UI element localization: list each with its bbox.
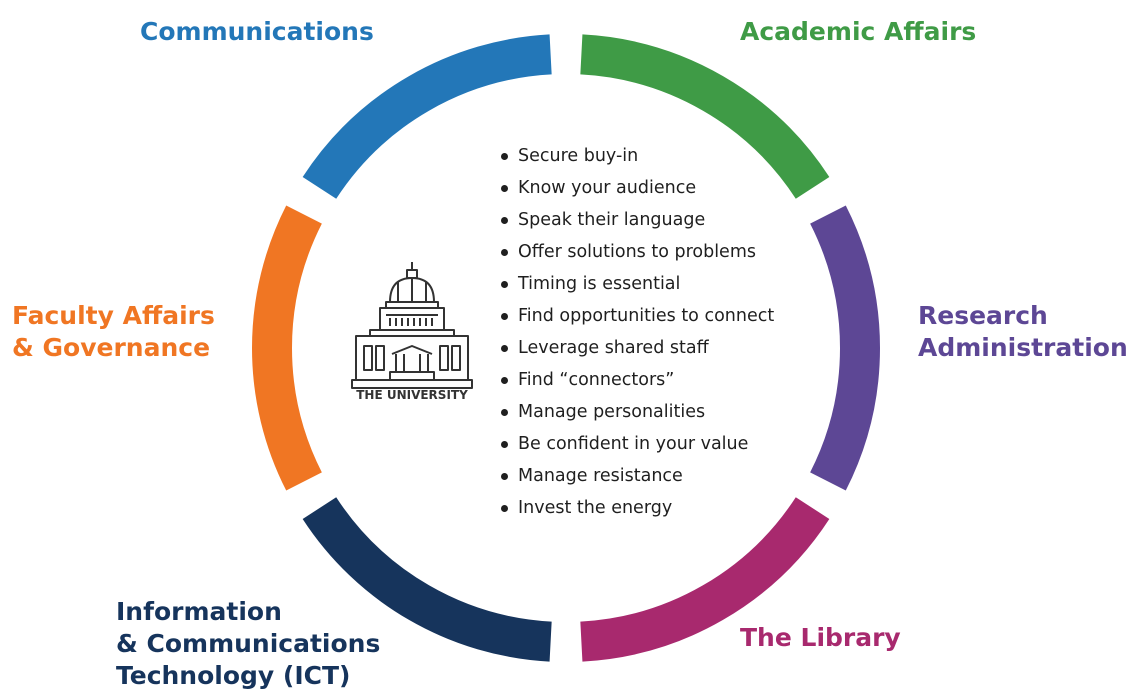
segment-label-ict: Information & Communications Technology … xyxy=(116,596,380,692)
segment-label-line: Academic Affairs xyxy=(740,17,977,46)
segment-label-line: The Library xyxy=(740,623,901,652)
segment-label-line: Communications xyxy=(140,17,374,46)
ring-segment-lib xyxy=(580,497,830,662)
tip-item: Know your audience xyxy=(500,172,774,204)
segment-label-line: & Communications xyxy=(116,629,381,658)
tips-list: Secure buy-in Know your audience Speak t… xyxy=(500,140,774,524)
segment-label-communications: Communications xyxy=(140,16,374,48)
segment-label-line: Faculty Affairs xyxy=(12,301,215,330)
university-building-icon xyxy=(351,262,473,389)
segment-label-line: Administration xyxy=(918,333,1128,362)
tip-item: Invest the energy xyxy=(500,492,774,524)
tip-item: Leverage shared staff xyxy=(500,332,774,364)
ring-segment-fac xyxy=(252,205,322,491)
ring-segment-comm xyxy=(302,34,552,199)
segment-label-research-administration: Research Administration xyxy=(918,300,1128,364)
tip-item: Speak their language xyxy=(500,204,774,236)
segment-label-line: & Governance xyxy=(12,333,211,362)
segment-label-the-library: The Library xyxy=(740,622,901,654)
tip-item: Manage resistance xyxy=(500,460,774,492)
tip-item: Offer solutions to problems xyxy=(500,236,774,268)
segment-label-line: Information xyxy=(116,597,282,626)
building-caption: THE UNIVERSITY xyxy=(356,388,468,402)
segment-label-line: Technology (ICT) xyxy=(116,661,351,690)
ring-segment-acad xyxy=(580,34,830,199)
tip-item: Secure buy-in xyxy=(500,140,774,172)
tip-item: Be confident in your value xyxy=(500,428,774,460)
ring-segment-ict xyxy=(302,497,552,662)
segment-label-faculty-affairs: Faculty Affairs & Governance xyxy=(12,300,215,364)
segment-label-line: Research xyxy=(918,301,1048,330)
tip-item: Manage personalities xyxy=(500,396,774,428)
tip-item: Find opportunities to connect xyxy=(500,300,774,332)
tip-item: Find “connectors” xyxy=(500,364,774,396)
tip-item: Timing is essential xyxy=(500,268,774,300)
segment-label-academic-affairs: Academic Affairs xyxy=(740,16,976,48)
ring-segment-res xyxy=(810,205,880,491)
